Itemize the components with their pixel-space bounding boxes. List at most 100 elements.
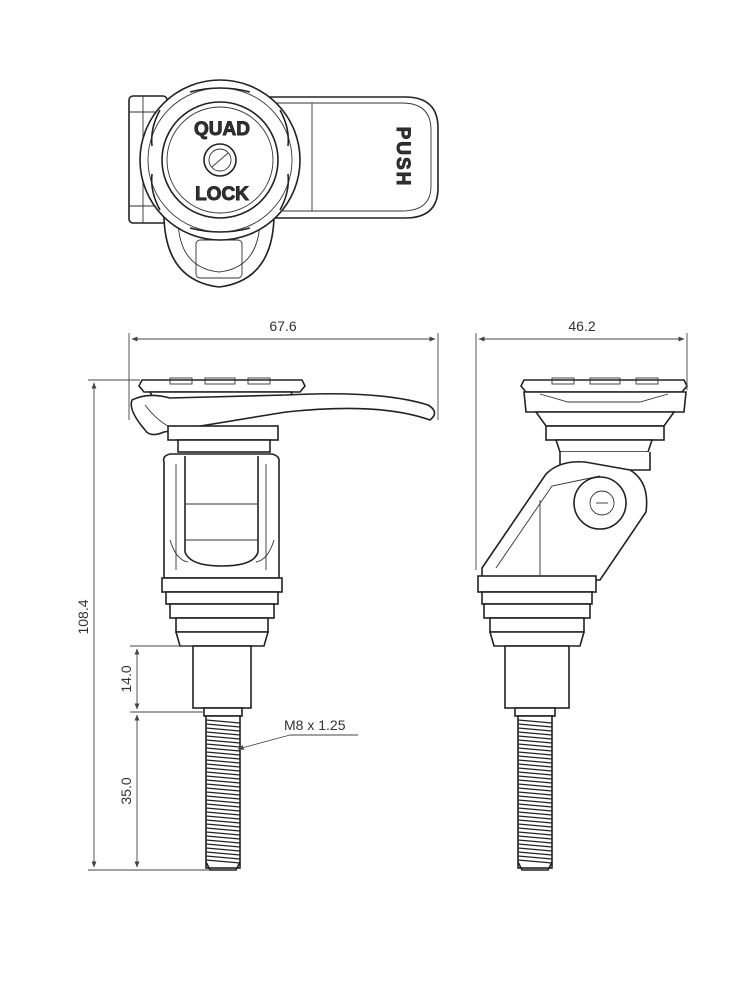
- thread-line: [517, 803, 553, 808]
- top-head: QUAD LOCK: [139, 79, 301, 241]
- thread-line: [205, 739, 241, 744]
- dim-108-4-label: 108.4: [75, 599, 91, 634]
- thread-line: [517, 855, 553, 860]
- thread-line: [205, 775, 241, 780]
- thread-line: [205, 743, 241, 748]
- thread-line: [205, 735, 241, 740]
- top-view: PUSH QUAD LOCK: [128, 79, 439, 288]
- thread-line: [517, 823, 553, 828]
- thread-line: [517, 799, 553, 804]
- thread-line: [517, 815, 553, 820]
- thread-line: [205, 831, 241, 836]
- dimension-shank-height: 14.0: [118, 645, 204, 713]
- thread-line: [517, 847, 553, 852]
- thread-line: [517, 739, 553, 744]
- thread-line: [517, 735, 553, 740]
- thread-line: [517, 751, 553, 756]
- thread-line: [205, 811, 241, 816]
- thread-line: [205, 723, 241, 728]
- thread-line: [205, 783, 241, 788]
- thread-line: [205, 827, 241, 832]
- thread-line: [205, 795, 241, 800]
- dim-67-6-label: 67.6: [269, 318, 296, 334]
- thread-line: [517, 795, 553, 800]
- thread-line: [205, 839, 241, 844]
- thread-line: [517, 783, 553, 788]
- thread-line: [517, 727, 553, 732]
- front-bolt: [205, 715, 241, 871]
- thread-line: [517, 811, 553, 816]
- thread-line: [517, 731, 553, 736]
- thread-line: [205, 855, 241, 860]
- side-top-plate: [520, 377, 688, 441]
- thread-line: [205, 791, 241, 796]
- thread-line: [517, 843, 553, 848]
- thread-line: [517, 767, 553, 772]
- thread-line: [517, 775, 553, 780]
- logo-quad: QUAD: [194, 119, 250, 140]
- front-base: [161, 577, 283, 647]
- thread-line: [205, 835, 241, 840]
- dimension-thread-length: 35.0: [118, 714, 140, 868]
- thread-line: [205, 807, 241, 812]
- thread-line: [205, 815, 241, 820]
- thread-line: [517, 791, 553, 796]
- thread-line: [205, 779, 241, 784]
- thread-line: [517, 759, 553, 764]
- side-base: [477, 575, 597, 647]
- logo-lock: LOCK: [195, 184, 249, 205]
- thread-line: [205, 759, 241, 764]
- side-shank: [504, 645, 570, 709]
- thread-line: [517, 839, 553, 844]
- side-washer: [514, 707, 556, 717]
- thread-line: [205, 767, 241, 772]
- front-washer: [203, 707, 243, 717]
- thread-line: [205, 719, 241, 724]
- dim-46-2-label: 46.2: [568, 318, 595, 334]
- thread-line: [517, 819, 553, 824]
- thread-line: [205, 771, 241, 776]
- front-view: [130, 377, 436, 871]
- thread-line: [205, 731, 241, 736]
- thread-line: [517, 859, 553, 864]
- thread-line: [517, 835, 553, 840]
- thread-line: [205, 799, 241, 804]
- thread-line: [205, 763, 241, 768]
- thread-line: [517, 763, 553, 768]
- side-arm: [481, 439, 654, 581]
- front-shank: [192, 645, 252, 709]
- thread-line: [205, 803, 241, 808]
- dimension-total-height: 108.4: [75, 379, 210, 871]
- thread-line: [205, 787, 241, 792]
- dimension-width-side: 46.2: [475, 318, 688, 570]
- front-yoke: [162, 453, 280, 579]
- thread-line: [517, 779, 553, 784]
- thread-line: [517, 851, 553, 856]
- thread-line: [205, 847, 241, 852]
- thread-line: [517, 787, 553, 792]
- thread-line: [205, 859, 241, 864]
- thread-line: [517, 723, 553, 728]
- dim-14-0-label: 14.0: [118, 665, 134, 692]
- thread-line: [205, 843, 241, 848]
- thread-spec-label: M8 x 1.25: [284, 717, 346, 733]
- thread-line: [517, 827, 553, 832]
- thread-line: [205, 819, 241, 824]
- thread-line: [517, 755, 553, 760]
- thread-line: [205, 851, 241, 856]
- thread-line: [205, 823, 241, 828]
- thread-line: [517, 831, 553, 836]
- thread-line: [517, 743, 553, 748]
- dim-35-0-label: 35.0: [118, 777, 134, 804]
- thread-line: [205, 755, 241, 760]
- thread-line: [517, 747, 553, 752]
- side-view: [477, 377, 688, 871]
- dimension-width-front: 67.6: [128, 318, 439, 420]
- push-label: PUSH: [392, 127, 413, 188]
- front-collar: [167, 425, 279, 453]
- thread-callout: M8 x 1.25: [237, 717, 358, 750]
- thread-line: [517, 719, 553, 724]
- thread-line: [517, 807, 553, 812]
- thread-line: [517, 771, 553, 776]
